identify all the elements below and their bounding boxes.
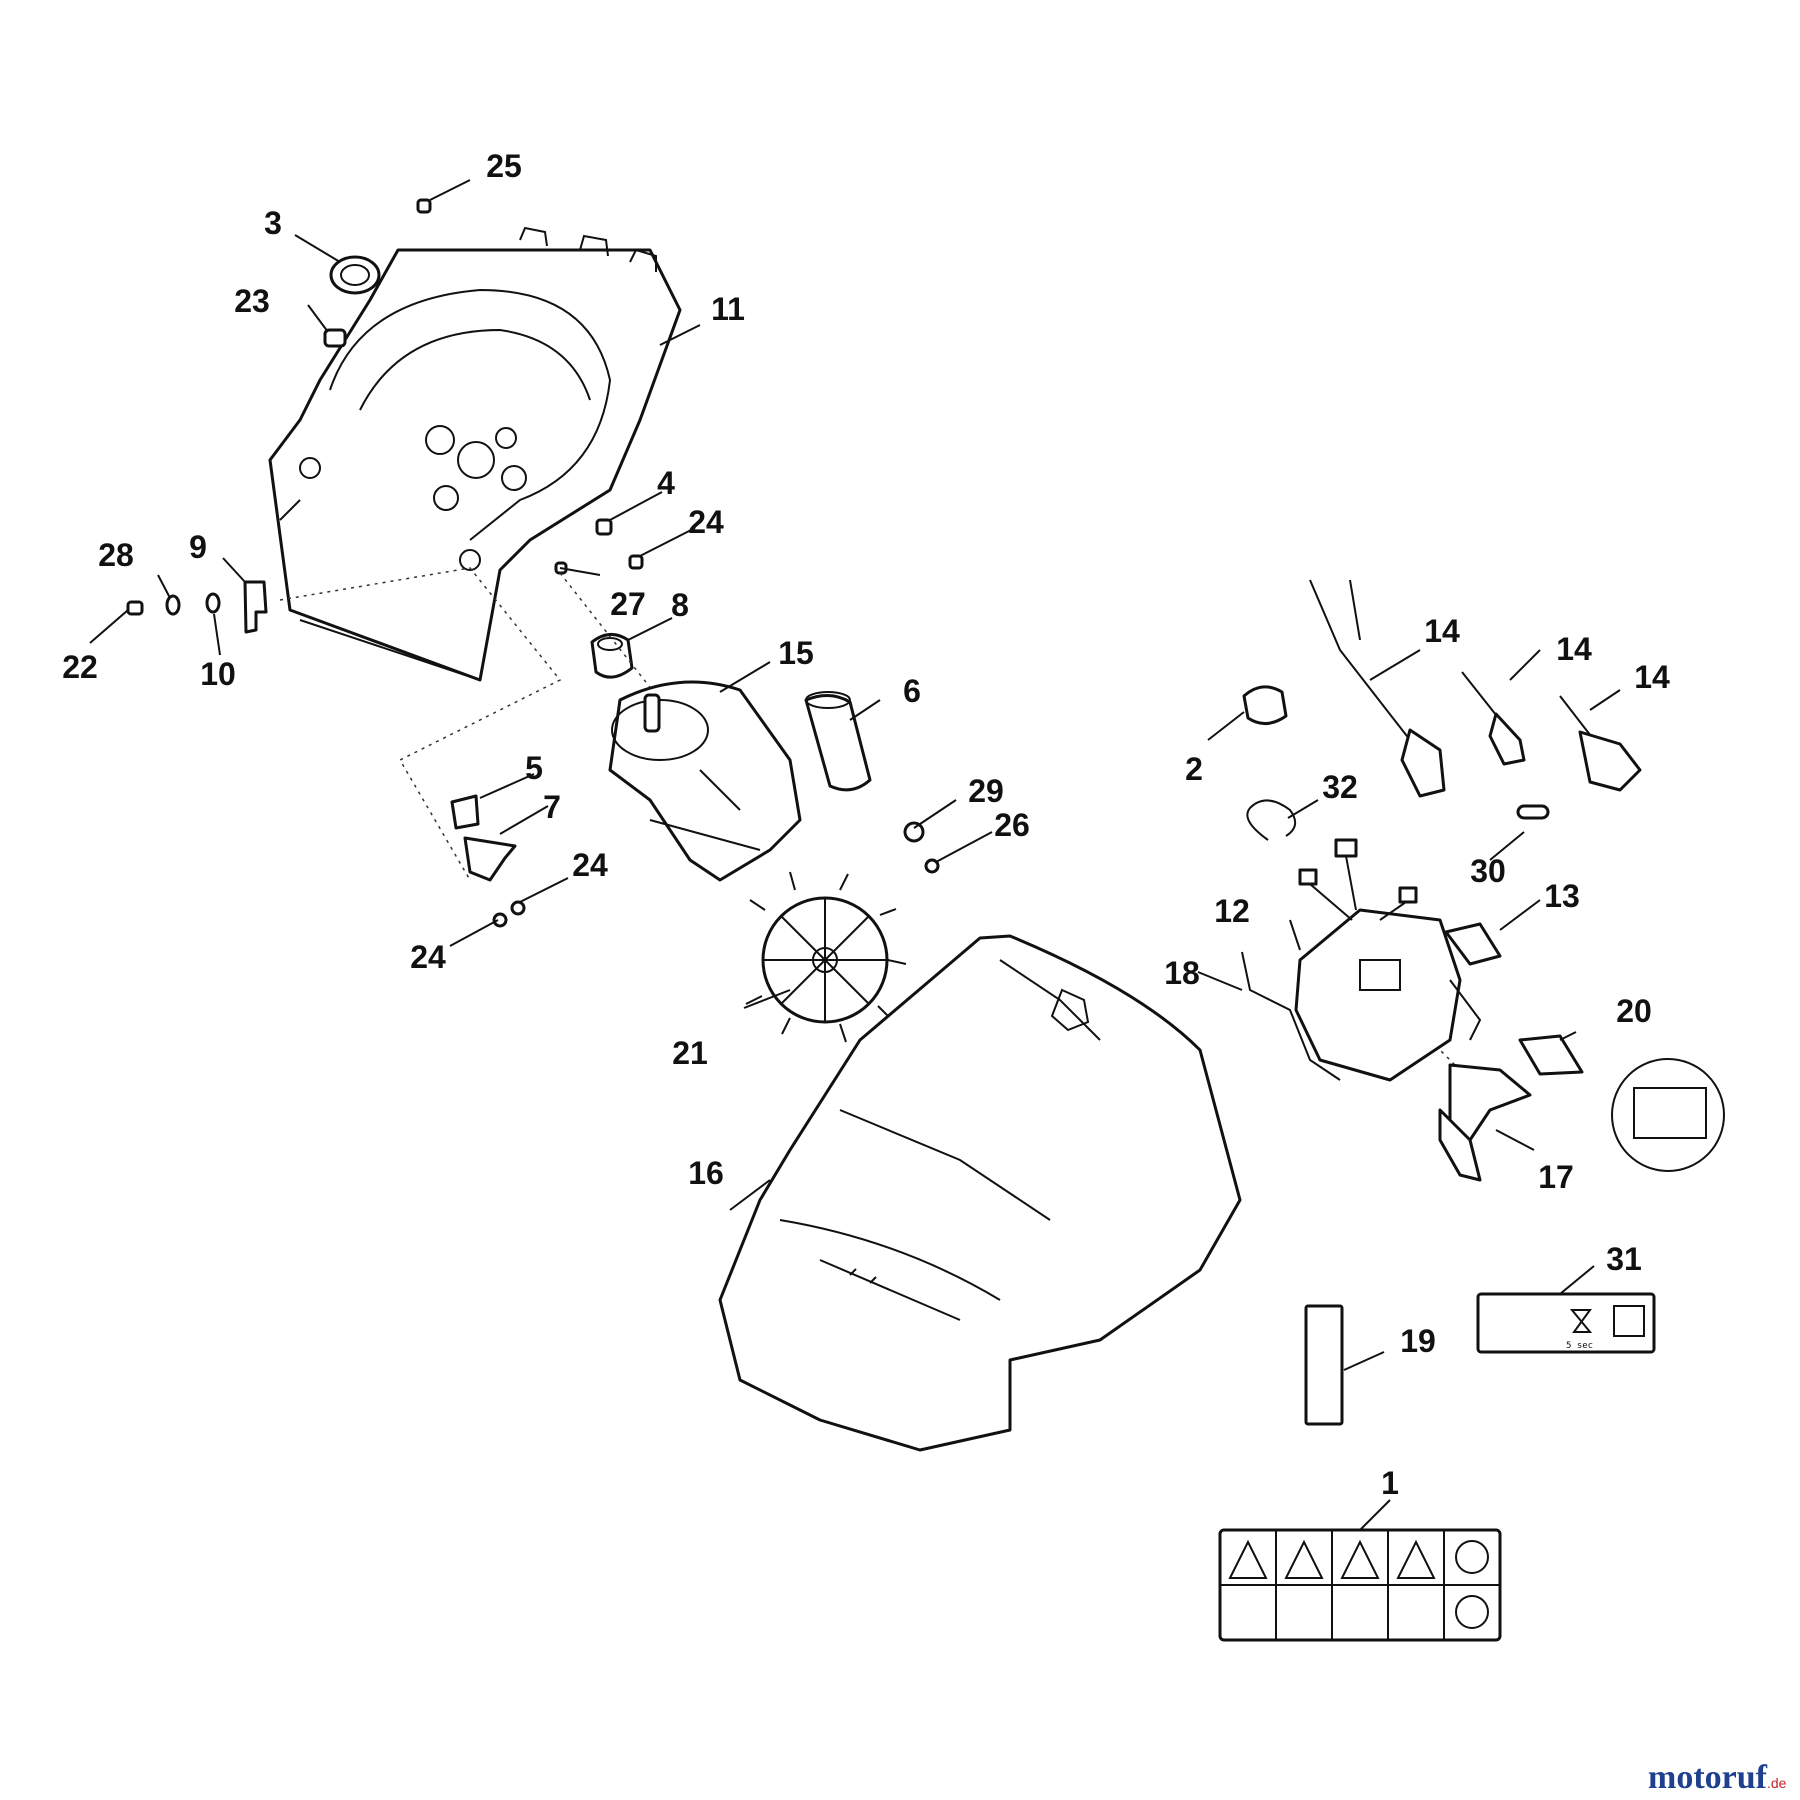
bushing-part xyxy=(590,633,634,679)
latch-part xyxy=(243,580,268,634)
wire-hook-part xyxy=(1241,951,1341,1081)
callout-16: 16 xyxy=(688,1155,724,1191)
info-strip-label-part xyxy=(1304,1304,1344,1426)
callout-12: 12 xyxy=(1214,893,1250,929)
small-screw-part xyxy=(126,198,644,616)
fan-part xyxy=(745,871,907,1043)
callout-24-b: 24 xyxy=(572,847,608,883)
callout-numbers: 1 2 3 4 5 6 7 8 9 10 11 12 13 14 14 14 1… xyxy=(62,148,1670,1501)
callout-5: 5 xyxy=(525,750,543,786)
gear-cover-part xyxy=(268,226,682,682)
leader-lines xyxy=(89,179,1621,1531)
label-31-text: 5 sec xyxy=(1566,1341,1593,1351)
callout-30: 30 xyxy=(1470,853,1506,889)
callout-10: 10 xyxy=(200,656,236,692)
callout-27: 27 xyxy=(610,586,646,622)
callout-2: 2 xyxy=(1185,751,1203,787)
callout-22: 22 xyxy=(62,649,98,685)
callout-19: 19 xyxy=(1400,1323,1436,1359)
time-label-part: 5 sec xyxy=(1476,1292,1656,1354)
callout-11: 11 xyxy=(711,291,745,327)
cutting-label-part xyxy=(1518,1034,1725,1172)
plug-eu-part xyxy=(1461,671,1526,766)
power-cable-part xyxy=(1309,579,1446,798)
callout-15: 15 xyxy=(778,635,814,671)
callout-31: 31 xyxy=(1606,1241,1642,1277)
callout-4: 4 xyxy=(657,465,675,501)
watermark-logo: motoruf.de xyxy=(1648,1759,1787,1796)
callout-32: 32 xyxy=(1322,769,1358,805)
callout-9: 9 xyxy=(189,529,207,565)
callout-21: 21 xyxy=(672,1035,708,1071)
callout-6: 6 xyxy=(903,673,921,709)
callout-7: 7 xyxy=(543,789,561,825)
callout-24-c: 24 xyxy=(410,939,446,975)
motor-part xyxy=(608,680,802,882)
cable-clip-part xyxy=(1444,922,1502,966)
brush-part xyxy=(450,794,517,882)
capacitor-part xyxy=(804,691,872,792)
callout-26: 26 xyxy=(994,807,1030,843)
callout-13: 13 xyxy=(1544,878,1580,914)
callout-14-b: 14 xyxy=(1556,631,1592,667)
switch-box-part xyxy=(1294,838,1482,1082)
seal-ring-part xyxy=(329,255,381,295)
callout-28: 28 xyxy=(98,537,134,573)
retaining-ring-part xyxy=(1246,799,1297,841)
warning-label-part xyxy=(1218,1528,1502,1642)
callout-14-c: 14 xyxy=(1634,659,1670,695)
callout-29: 29 xyxy=(968,773,1004,809)
watermark-suffix: .de xyxy=(1767,1775,1787,1791)
callout-18: 18 xyxy=(1164,955,1200,991)
callout-14-a: 14 xyxy=(1424,613,1460,649)
watermark-main: motoruf xyxy=(1648,1759,1768,1796)
strain-relief-part xyxy=(1242,685,1288,725)
callout-25: 25 xyxy=(486,148,522,184)
callout-20: 20 xyxy=(1616,993,1652,1029)
callout-3: 3 xyxy=(264,205,282,241)
callout-24-a: 24 xyxy=(688,504,724,540)
callout-17: 17 xyxy=(1538,1159,1574,1195)
switch-lever-part xyxy=(1438,1063,1532,1182)
callout-1: 1 xyxy=(1381,1465,1399,1501)
svg-text:motoruf.de: motoruf.de xyxy=(1648,1759,1787,1796)
plug-uk-part xyxy=(1559,695,1642,792)
pin-part xyxy=(1516,804,1550,820)
callout-23: 23 xyxy=(234,283,270,319)
housing-part xyxy=(718,934,1242,1452)
callout-8: 8 xyxy=(671,587,689,623)
nut-part xyxy=(492,821,940,928)
